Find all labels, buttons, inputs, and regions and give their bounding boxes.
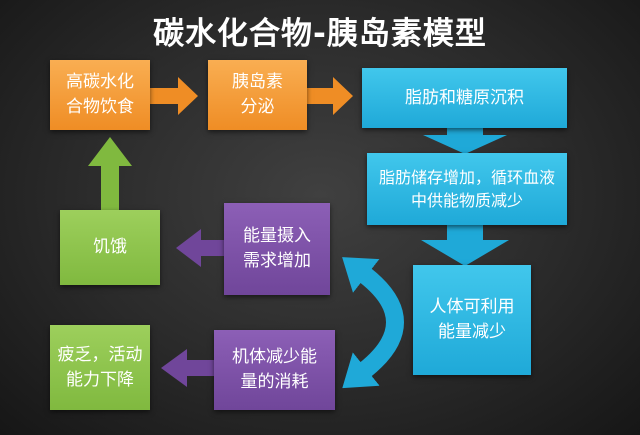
arrow-storage-to-energy bbox=[421, 224, 509, 266]
arrow-reduce-to-fatigue bbox=[161, 349, 215, 387]
arrow-hunger-to-diet bbox=[88, 137, 132, 211]
box-fat-glycogen-deposition-line-1: 脂肪和糖原沉积 bbox=[405, 87, 524, 108]
box-high-carb-diet-line-1: 高碳水化 bbox=[66, 72, 134, 93]
box-fatigue-line-2: 能力下降 bbox=[66, 369, 134, 390]
box-insulin-secretion: 胰岛素 分泌 bbox=[208, 60, 307, 130]
box-fatigue-line-1: 疲乏，活动 bbox=[57, 344, 143, 365]
box-usable-energy-decrease-line-2: 能量减少 bbox=[438, 322, 506, 342]
box-fatigue: 疲乏，活动 能力下降 bbox=[50, 325, 150, 410]
box-energy-intake-demand-line-1: 能量摄入 bbox=[243, 226, 311, 247]
box-fat-storage-increase-line-2: 中供能物质减少 bbox=[410, 191, 523, 210]
arrow-insulin-to-fat-deposition bbox=[307, 77, 353, 115]
box-hunger: 饥饿 bbox=[60, 210, 160, 285]
box-fat-storage-increase-line-1: 脂肪储存增加，循环血液 bbox=[378, 167, 555, 187]
box-high-carb-diet-line-2: 合物饮食 bbox=[66, 97, 134, 117]
box-reduced-energy-expenditure-line-1: 机体减少能 bbox=[232, 347, 317, 368]
box-reduced-energy-expenditure: 机体减少能 量的消耗 bbox=[214, 330, 335, 410]
box-fat-glycogen-deposition: 脂肪和糖原沉积 bbox=[362, 68, 567, 128]
box-usable-energy-decrease-line-1: 人体可利用 bbox=[429, 297, 515, 318]
box-insulin-secretion-line-2: 分泌 bbox=[240, 97, 275, 117]
arrow-deposition-to-storage bbox=[423, 126, 507, 154]
box-insulin-secretion-line-1: 胰岛素 bbox=[232, 72, 283, 93]
arrow-intake-to-hunger bbox=[176, 229, 226, 267]
arrow-diet-to-insulin bbox=[150, 77, 198, 115]
box-fat-storage-increase: 脂肪储存增加，循环血液 中供能物质减少 bbox=[367, 153, 567, 225]
box-hunger-line-1: 饥饿 bbox=[93, 237, 127, 258]
box-high-carb-diet: 高碳水化 合物饮食 bbox=[50, 60, 150, 130]
box-energy-intake-demand-line-2: 需求增加 bbox=[243, 251, 311, 271]
box-reduced-energy-expenditure-line-2: 量的消耗 bbox=[240, 372, 309, 392]
box-energy-intake-demand: 能量摄入 需求增加 bbox=[224, 203, 330, 295]
box-usable-energy-decrease: 人体可利用 能量减少 bbox=[413, 265, 531, 375]
diagram-title: 碳水化合物-胰岛素模型 bbox=[153, 16, 487, 52]
branch-double-arrow bbox=[342, 257, 404, 389]
